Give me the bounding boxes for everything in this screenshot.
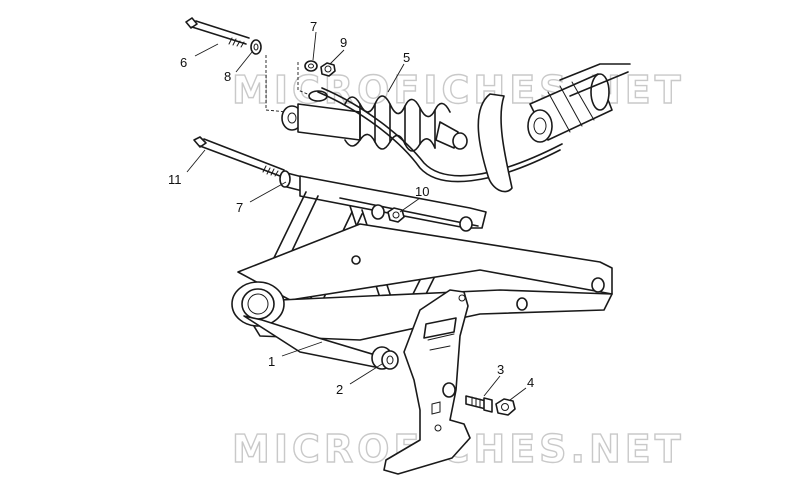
- callout-7-top: 7: [310, 19, 317, 34]
- pivot-bushing: [371, 346, 399, 370]
- footrest-bracket: [383, 289, 471, 475]
- callout-1: 1: [268, 354, 275, 369]
- bolt-top: [185, 17, 250, 48]
- callout-9: 9: [340, 35, 347, 50]
- remote-reservoir: [477, 63, 631, 193]
- washer: [250, 39, 262, 55]
- linkage-rocker: [299, 175, 487, 232]
- callout-5: 5: [403, 50, 410, 65]
- nut-bottom: [495, 398, 516, 416]
- callout-11: 11: [168, 172, 182, 187]
- shock-absorber: [281, 87, 563, 183]
- callout-10: 10: [415, 184, 429, 199]
- callout-6: 6: [180, 55, 187, 70]
- callout-8: 8: [224, 69, 231, 84]
- nut-top: [320, 62, 336, 77]
- bushing-top: [304, 60, 318, 72]
- bolt-middle: [193, 136, 285, 177]
- callout-4: 4: [527, 375, 534, 390]
- callout-2: 2: [336, 382, 343, 397]
- screw: [465, 395, 493, 413]
- callout-7-middle: 7: [236, 200, 243, 215]
- callout-3: 3: [497, 362, 504, 377]
